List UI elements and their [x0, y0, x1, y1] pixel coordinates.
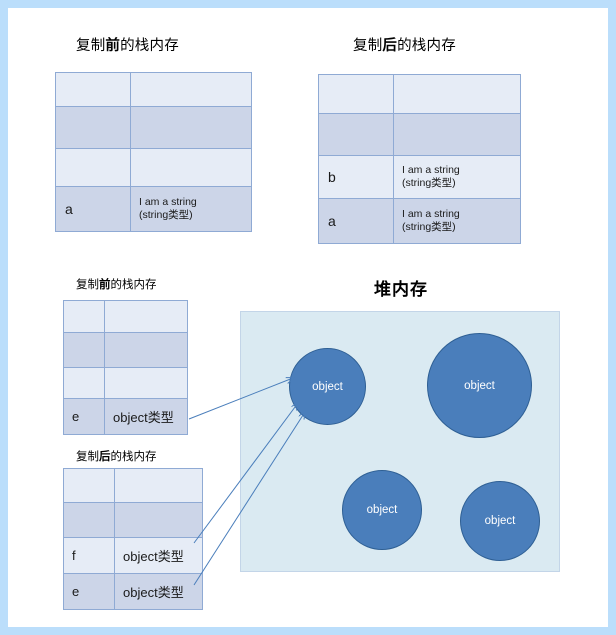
- stack-table-after-string: b I am a string (string类型) a I am a stri…: [318, 74, 521, 244]
- table-row: b I am a string (string类型): [318, 155, 521, 199]
- value-line-1: I am a string: [402, 208, 460, 221]
- title-emphasis: 前: [105, 38, 121, 54]
- cell-variable-value: I am a string (string类型): [393, 198, 521, 244]
- value-line-1: I am a string: [139, 196, 197, 209]
- table-row: [318, 74, 521, 114]
- table-row: f object类型: [63, 537, 203, 574]
- title-stack-before-string: 复制前的栈内存: [76, 34, 179, 55]
- cell-variable-name: [318, 74, 394, 114]
- heap-object-label: object: [484, 515, 516, 527]
- table-row: [318, 113, 521, 156]
- table-row: [63, 367, 188, 399]
- value-line-1: I am a string: [402, 164, 460, 177]
- title-prefix: 复制: [353, 38, 383, 54]
- table-row: e object类型: [63, 398, 188, 435]
- table-row: [55, 72, 252, 107]
- cell-variable-value: I am a string (string类型): [393, 155, 521, 199]
- table-row: [63, 468, 203, 503]
- heap-object-1: object: [289, 348, 366, 425]
- heap-object-label: object: [366, 504, 398, 516]
- cell-variable-value: [104, 332, 188, 368]
- diagram-canvas: 复制前的栈内存 a: [8, 8, 608, 627]
- title-prefix: 复制: [76, 279, 99, 291]
- cell-variable-name: [55, 106, 131, 149]
- stack-table-before-string: a I am a string (string类型): [55, 72, 252, 232]
- cell-variable-value: [130, 106, 252, 149]
- cell-variable-value: [393, 113, 521, 156]
- title-suffix: 的栈内存: [120, 38, 179, 54]
- cell-variable-name: a: [55, 186, 131, 232]
- heap-object-2: object: [427, 333, 532, 438]
- heap-object-3: object: [342, 470, 422, 550]
- cell-variable-name: [63, 367, 105, 399]
- title-suffix: 的栈内存: [110, 451, 157, 463]
- cell-variable-value: object类型: [114, 573, 203, 610]
- title-suffix: 的栈内存: [110, 279, 157, 291]
- table-row: [55, 148, 252, 187]
- title-emphasis: 前: [99, 279, 111, 291]
- cell-variable-value: I am a string (string类型): [130, 186, 252, 232]
- table-row: [55, 106, 252, 149]
- title-prefix: 复制: [76, 451, 99, 463]
- value-line-2: (string类型): [139, 209, 193, 221]
- table-row: e object类型: [63, 573, 203, 610]
- cell-variable-name: b: [318, 155, 394, 199]
- cell-variable-value: [104, 300, 188, 333]
- cell-variable-name: [318, 113, 394, 156]
- table-row: a I am a string (string类型): [318, 198, 521, 244]
- cell-variable-name: a: [318, 198, 394, 244]
- value-line-2: (string类型): [402, 221, 456, 233]
- cell-variable-value: [114, 502, 203, 538]
- cell-variable-name: e: [63, 398, 105, 435]
- cell-variable-name: [63, 502, 115, 538]
- table-row: a I am a string (string类型): [55, 186, 252, 232]
- cell-variable-name: f: [63, 537, 115, 574]
- cell-variable-value: object类型: [104, 398, 188, 435]
- cell-variable-name: [63, 300, 105, 333]
- title-suffix: 的栈内存: [397, 38, 456, 54]
- heap-title: 堆内存: [374, 280, 428, 299]
- stack-table-before-object: e object类型: [63, 300, 188, 435]
- value-line-2: (string类型): [402, 177, 456, 189]
- cell-variable-value: [130, 148, 252, 187]
- table-row: [63, 300, 188, 333]
- cell-variable-name: e: [63, 573, 115, 610]
- cell-variable-name: [55, 72, 131, 107]
- cell-variable-name: [55, 148, 131, 187]
- heap-object-label: object: [464, 379, 495, 392]
- title-stack-after-object: 复制后的栈内存: [76, 448, 157, 464]
- table-row: [63, 502, 203, 538]
- title-emphasis: 后: [382, 38, 398, 54]
- cell-variable-value: [130, 72, 252, 107]
- title-stack-before-object: 复制前的栈内存: [76, 276, 157, 292]
- cell-variable-value: [114, 468, 203, 503]
- stack-table-after-object: f object类型 e object类型: [63, 468, 203, 610]
- cell-variable-name: [63, 468, 115, 503]
- cell-variable-name: [63, 332, 105, 368]
- title-stack-after-string: 复制后的栈内存: [353, 34, 456, 55]
- heap-object-4: object: [460, 481, 540, 561]
- cell-variable-value: [393, 74, 521, 114]
- title-emphasis: 后: [99, 451, 111, 463]
- cell-variable-value: [104, 367, 188, 399]
- cell-variable-value: object类型: [114, 537, 203, 574]
- title-prefix: 复制: [76, 38, 106, 54]
- heap-object-label: object: [312, 380, 343, 393]
- table-row: [63, 332, 188, 368]
